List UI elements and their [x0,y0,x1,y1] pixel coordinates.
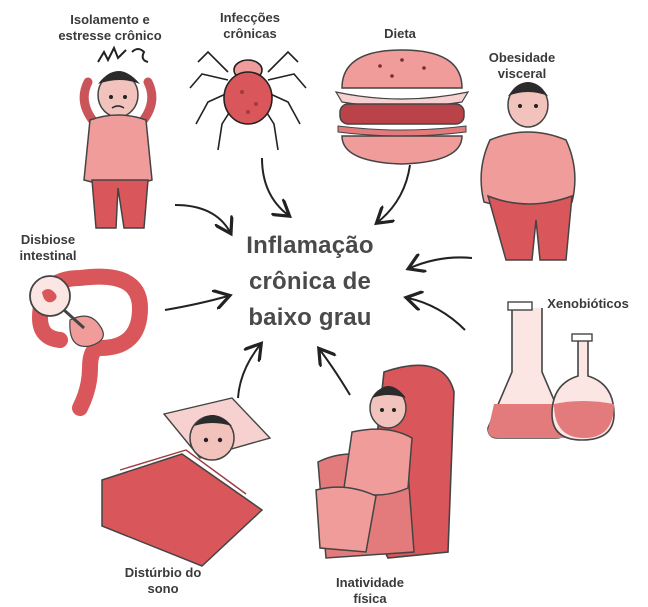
arrow-obesity [410,257,472,268]
label-sleep: Distúrbio do sono [108,565,218,597]
sleeping-person-icon [102,398,270,566]
label-infections: Infecções crônicas [200,10,300,42]
label-diet: Dieta [370,26,430,42]
arrow-inactivity [320,350,350,395]
label-obesity: Obesidade visceral [472,50,572,82]
stressed-person-icon [84,48,152,228]
central-concept-line2: crônica de [225,264,395,300]
arrow-isolation [175,205,230,232]
arrow-diet [378,165,410,222]
label-dysbiosis: Disbiose intestinal [8,232,88,264]
arrow-sleep [238,345,260,398]
label-xenobiotics: Xenobióticos [538,296,638,312]
sitting-person-icon [316,365,454,558]
label-isolation: Isolamento e estresse crônico [50,12,170,44]
obese-person-icon [481,82,575,260]
hamburger-icon [336,50,468,164]
central-concept-line3: baixo grau [225,300,395,336]
arrow-dysbiosis [165,296,228,310]
label-inactivity: Inatividade física [320,575,420,607]
arrow-xenobiotics [408,298,465,330]
bacteria-spider-icon [190,52,306,150]
arrow-infections [262,158,288,215]
flasks-icon [488,302,614,440]
intestine-icon [30,276,140,408]
central-concept-line1: Inflamação [225,228,395,264]
central-concept: Inflamação crônica de baixo grau [225,228,395,336]
